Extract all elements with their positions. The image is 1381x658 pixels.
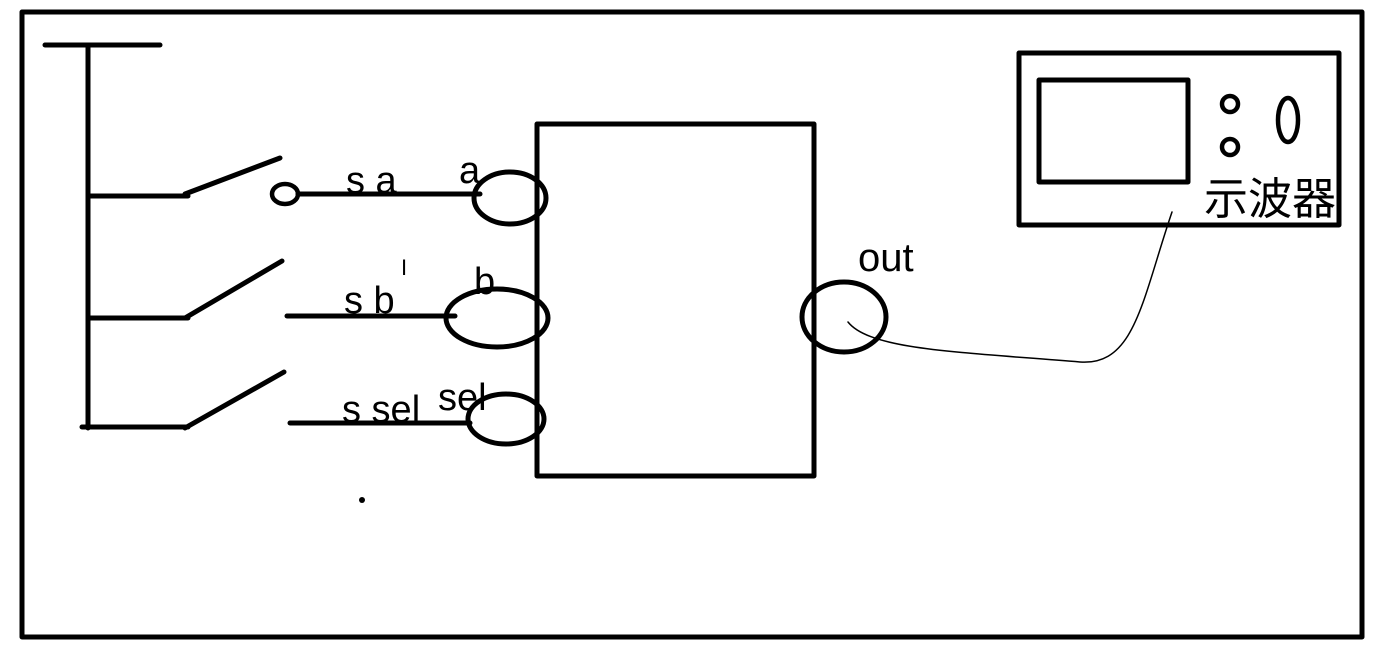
switch-sel-label: s sel xyxy=(342,389,420,431)
port-b-circle xyxy=(443,286,551,350)
oscilloscope xyxy=(1016,50,1342,228)
oscilloscope-body xyxy=(1016,50,1342,228)
port-b-label: b xyxy=(474,261,495,303)
switch-a xyxy=(85,155,301,207)
port-sel-circle xyxy=(465,391,547,447)
port-a-circle xyxy=(471,169,549,227)
knob-icon xyxy=(1219,93,1241,115)
port-a-label: a xyxy=(459,150,481,192)
diagram-frame xyxy=(19,9,1365,640)
probe-cable xyxy=(847,211,1173,363)
oscilloscope-screen-icon xyxy=(1036,77,1191,185)
switch-b-label: s b xyxy=(344,280,395,322)
dial-icon xyxy=(1275,95,1301,145)
port-out-circle xyxy=(799,279,889,355)
stray-dot xyxy=(359,497,365,503)
mux-block xyxy=(534,121,817,479)
port-sel-label: sel xyxy=(438,377,487,419)
switch-a-label: s a xyxy=(346,160,398,202)
power-rail xyxy=(42,42,163,431)
knob-icon xyxy=(1219,136,1241,158)
text-cursor-icon: I xyxy=(401,255,407,280)
switch-sel xyxy=(79,369,287,431)
port-out-label: out xyxy=(858,236,914,280)
oscilloscope-label: 示波器 xyxy=(1204,175,1336,224)
switch-a-contact xyxy=(269,181,301,207)
switch-b xyxy=(85,258,285,321)
